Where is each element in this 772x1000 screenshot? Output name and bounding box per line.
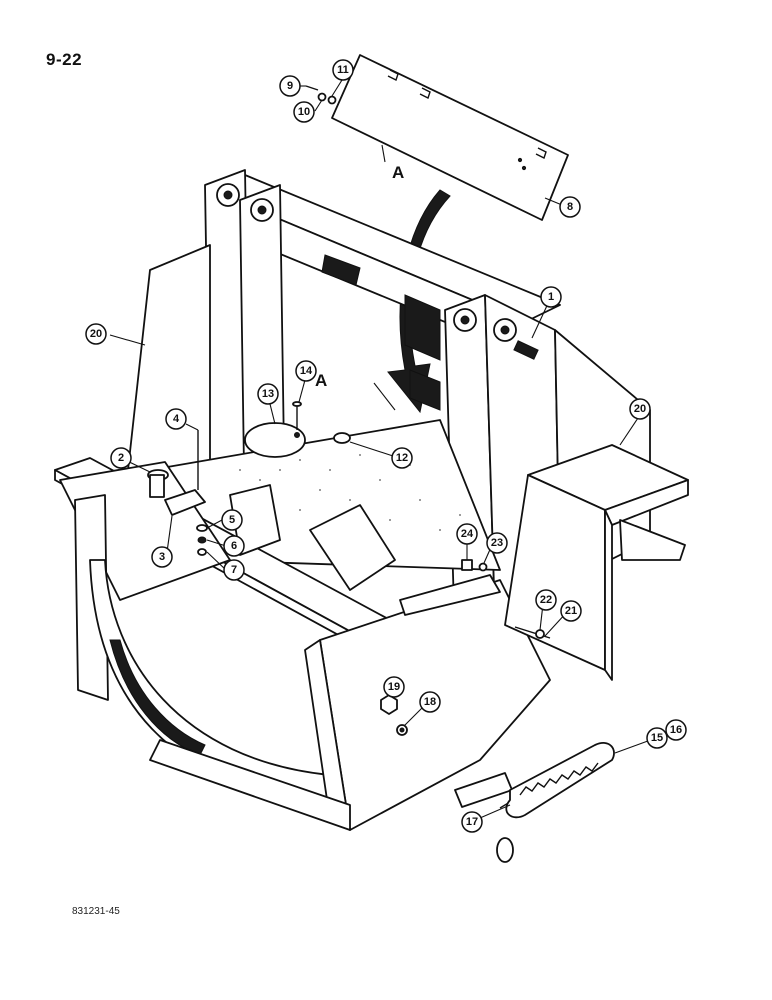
callout-8: 8 <box>559 196 581 218</box>
svg-text:2: 2 <box>118 452 124 464</box>
view-marker-upper: A <box>392 163 404 182</box>
callout-16: 16 <box>665 719 687 741</box>
top-cover-plate <box>331 54 569 221</box>
svg-text:1: 1 <box>548 291 554 303</box>
svg-text:8: 8 <box>567 201 573 213</box>
callout-3: 3 <box>151 546 173 568</box>
callout-12: 12 <box>391 447 413 469</box>
svg-text:24: 24 <box>461 528 474 540</box>
callout-2: 2 <box>110 447 132 469</box>
floor-texture <box>239 454 461 531</box>
callout-13: 13 <box>257 383 279 405</box>
svg-text:9: 9 <box>287 80 293 92</box>
svg-text:6: 6 <box>231 540 237 552</box>
callout-11: 11 <box>332 59 354 81</box>
callout-6: 6 <box>223 535 245 557</box>
drawing-code: 831231-45 <box>72 906 120 917</box>
svg-text:17: 17 <box>466 816 478 828</box>
svg-text:10: 10 <box>298 106 310 118</box>
svg-text:11: 11 <box>337 64 349 76</box>
callout-20-right: 20 <box>629 398 651 420</box>
view-marker-lower: A <box>315 371 327 390</box>
svg-text:14: 14 <box>300 365 313 377</box>
callout-4: 4 <box>165 408 187 430</box>
callout-14: 14 <box>295 360 317 382</box>
svg-text:7: 7 <box>231 564 237 576</box>
svg-text:23: 23 <box>491 537 503 549</box>
svg-text:21: 21 <box>565 605 577 617</box>
callout-21: 21 <box>560 600 582 622</box>
svg-text:19: 19 <box>388 681 400 693</box>
svg-text:3: 3 <box>159 551 165 563</box>
svg-text:18: 18 <box>424 696 436 708</box>
callout-23: 23 <box>486 532 508 554</box>
callout-7: 7 <box>223 559 245 581</box>
callout-20-left: 20 <box>85 323 107 345</box>
page-number: 9-22 <box>46 50 83 69</box>
callout-22: 22 <box>535 589 557 611</box>
callout-10: 10 <box>293 101 315 123</box>
callout-1: 1 <box>540 286 562 308</box>
callout-5: 5 <box>221 509 243 531</box>
callout-17: 17 <box>461 811 483 833</box>
svg-text:22: 22 <box>540 594 552 606</box>
svg-text:20: 20 <box>90 328 102 340</box>
svg-text:5: 5 <box>229 514 235 526</box>
loader-frame <box>54 169 689 831</box>
svg-text:12: 12 <box>396 452 408 464</box>
svg-text:4: 4 <box>173 413 180 425</box>
callout-19: 19 <box>383 676 405 698</box>
callout-15: 15 <box>646 727 668 749</box>
callout-9: 9 <box>279 75 301 97</box>
svg-text:16: 16 <box>670 724 682 736</box>
svg-text:20: 20 <box>634 403 646 415</box>
callout-18: 18 <box>419 691 441 713</box>
svg-text:13: 13 <box>262 388 274 400</box>
svg-text:15: 15 <box>651 732 663 744</box>
callout-24: 24 <box>456 523 478 545</box>
